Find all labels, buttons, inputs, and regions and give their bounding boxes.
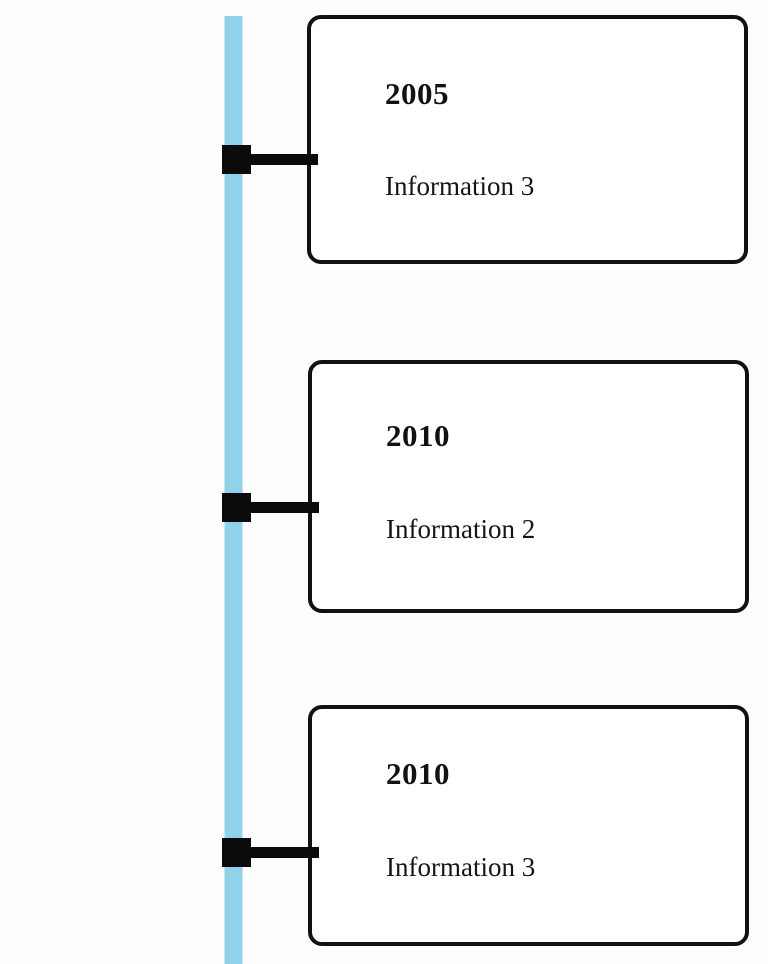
event-info: Information 3 — [385, 171, 535, 201]
timeline-node-marker-icon[interactable] — [222, 493, 251, 522]
event-year: 2010 — [386, 756, 450, 791]
event-card-content: 2005 Information 3 — [385, 19, 726, 260]
timeline-connector-line — [248, 154, 318, 165]
timeline-axis — [224, 16, 243, 964]
event-card[interactable]: 2010 Information 3 — [308, 705, 749, 946]
event-info: Information 3 — [386, 852, 536, 882]
event-year: 2005 — [385, 76, 449, 111]
event-info: Information 2 — [386, 514, 536, 544]
timeline-node-marker-icon[interactable] — [222, 838, 251, 867]
timeline-node-marker-icon[interactable] — [222, 145, 251, 174]
timeline-connector-line — [248, 847, 319, 858]
event-card-content: 2010 Information 3 — [386, 709, 727, 942]
event-card[interactable]: 2005 Information 3 — [307, 15, 748, 264]
event-card-content: 2010 Information 2 — [386, 364, 727, 609]
event-year: 2010 — [386, 418, 450, 453]
timeline-connector-line — [248, 502, 319, 513]
event-card[interactable]: 2010 Information 2 — [308, 360, 749, 613]
